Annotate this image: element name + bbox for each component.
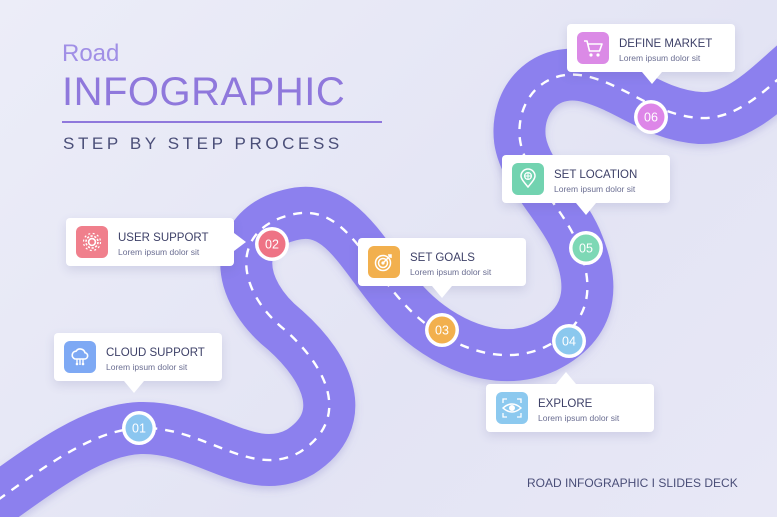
card-pointer (642, 72, 662, 84)
step-title: CLOUD SUPPORT (106, 347, 205, 359)
step-marker-06: 06 (634, 100, 668, 134)
step-text: Lorem ipsum dolor sit (554, 184, 636, 194)
footer-caption: ROAD INFOGRAPHIC I SLIDES DECK (527, 476, 738, 490)
page-title: INFOGRAPHIC (62, 70, 346, 114)
cloud-network-icon (64, 341, 96, 373)
step-card-user-support: USER SUPPORT Lorem ipsum dolor sit (66, 218, 234, 266)
step-text: Lorem ipsum dolor sit (410, 267, 492, 277)
step-marker-label: 01 (132, 422, 146, 436)
page-subtitle: STEP BY STEP PROCESS (63, 134, 343, 153)
step-title: DEFINE MARKET (619, 38, 713, 50)
step-marker-01: 01 (122, 411, 156, 445)
step-marker-label: 05 (579, 242, 593, 256)
card-pointer (556, 372, 576, 384)
shopping-cart-icon (577, 32, 609, 64)
target-icon (368, 246, 400, 278)
step-text: Lorem ipsum dolor sit (106, 362, 188, 372)
card-pointer (576, 203, 596, 215)
step-marker-04: 04 (552, 324, 586, 358)
card-pointer (234, 233, 246, 251)
card-pointer (432, 286, 452, 298)
step-card-set-location: SET LOCATION Lorem ipsum dolor sit (502, 155, 670, 203)
step-marker-label: 02 (265, 238, 279, 252)
step-title: EXPLORE (538, 398, 593, 410)
step-title: SET GOALS (410, 252, 475, 264)
step-text: Lorem ipsum dolor sit (619, 53, 701, 63)
step-text: Lorem ipsum dolor sit (538, 413, 620, 423)
step-marker-02: 02 (255, 227, 289, 261)
step-marker-label: 04 (562, 335, 576, 349)
step-text: Lorem ipsum dolor sit (118, 247, 200, 257)
road-lane-markings (0, 73, 777, 500)
step-title: USER SUPPORT (118, 232, 209, 244)
step-card-cloud-support: CLOUD SUPPORT Lorem ipsum dolor sit (54, 333, 222, 381)
title-prefix: Road (62, 40, 120, 67)
step-title: SET LOCATION (554, 169, 638, 181)
step-marker-05: 05 (569, 231, 603, 265)
card-pointer (124, 381, 144, 393)
step-card-define-market: DEFINE MARKET Lorem ipsum dolor sit (567, 24, 735, 72)
eye-icon (496, 392, 528, 424)
step-card-explore: EXPLORE Lorem ipsum dolor sit (486, 384, 654, 432)
step-card-set-goals: SET GOALS Lorem ipsum dolor sit (358, 238, 526, 286)
step-marker-label: 06 (644, 111, 658, 125)
gear-icon (76, 226, 108, 258)
title-underline (62, 121, 382, 123)
step-marker-03: 03 (425, 313, 459, 347)
step-marker-label: 03 (435, 324, 449, 338)
location-pin-icon (512, 163, 544, 195)
